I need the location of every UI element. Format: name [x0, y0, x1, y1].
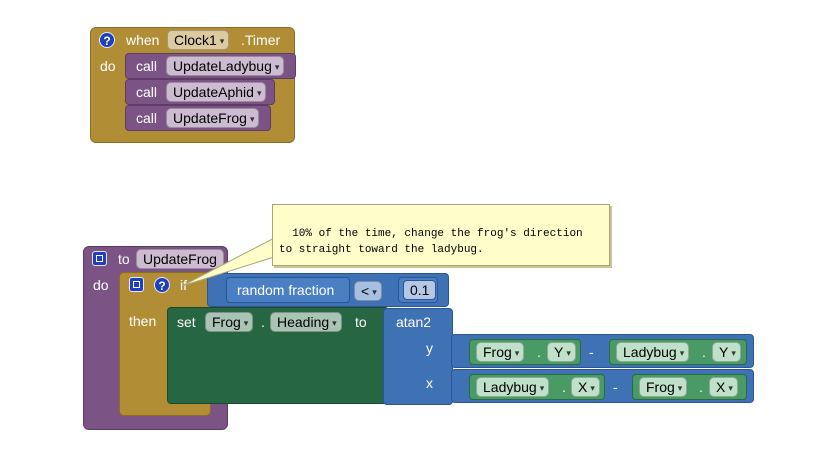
getter-property-dropdown[interactable]: Y▾	[712, 342, 741, 362]
call-label: call	[136, 84, 158, 100]
setter-to-label: to	[355, 314, 367, 330]
setter-property-value: Heading	[277, 314, 330, 330]
dropdown-arrow-icon: ▾	[731, 348, 736, 358]
comment-bubble[interactable]: 10% of the time, change the frog's direc…	[272, 204, 610, 266]
setter-property-dropdown[interactable]: Heading▾	[270, 312, 342, 332]
dropdown-arrow-icon: ▾	[677, 383, 683, 393]
getter-component-dropdown[interactable]: Ladybug▾	[616, 342, 690, 362]
procedure-dropdown[interactable]: UpdateLadybug▾	[166, 56, 285, 76]
minus-label: -	[613, 379, 618, 395]
dropdown-arrow-icon: ▾	[539, 383, 545, 393]
component-dropdown-value: Clock1	[174, 32, 217, 48]
procedure-dropdown[interactable]: UpdateFrog▾	[166, 108, 260, 128]
getter-property-value: X	[578, 379, 588, 395]
dot-label: .	[261, 314, 265, 330]
to-label: to	[118, 251, 130, 267]
dot-label: .	[537, 344, 541, 360]
dot-label: .	[702, 344, 706, 360]
help-icon[interactable]: ?	[99, 32, 115, 48]
ladybug-y-getter[interactable]: Ladybug▾ . Y▾	[609, 339, 747, 365]
call-block-update-ladybug[interactable]: call UpdateLadybug▾	[125, 53, 296, 79]
comment-text: 10% of the time, change the frog's direc…	[279, 228, 583, 256]
event-name-label: .Timer	[241, 32, 281, 48]
dropdown-arrow-icon: ▾	[219, 36, 225, 46]
mutator-icon[interactable]	[129, 277, 144, 292]
call-label: call	[136, 110, 158, 126]
operator-dropdown[interactable]: <▾	[354, 281, 382, 301]
then-label: then	[129, 313, 157, 329]
procedure-name-value: UpdateFrog	[143, 251, 217, 267]
getter-component-dropdown[interactable]: Ladybug▾	[476, 377, 550, 397]
number-block[interactable]: 0.1	[398, 277, 438, 303]
x-subtract-block[interactable]: Ladybug▾ . X▾ - Frog▾ . X▾	[451, 369, 754, 403]
getter-property-value: X	[716, 379, 726, 395]
component-dropdown[interactable]: Clock1▾	[167, 30, 230, 50]
help-icon[interactable]: ?	[154, 277, 170, 293]
mutator-icon[interactable]	[92, 251, 107, 266]
minus-label: -	[589, 344, 594, 360]
getter-component-value: Ladybug	[483, 379, 537, 395]
do-label: do	[100, 58, 116, 74]
procedure-name-field[interactable]: UpdateFrog	[136, 249, 224, 269]
dropdown-arrow-icon: ▾	[679, 348, 685, 358]
frog-x-getter[interactable]: Frog▾ . X▾	[632, 374, 747, 400]
procedure-dropdown-value: UpdateLadybug	[173, 58, 272, 74]
dropdown-arrow-icon: ▾	[249, 114, 255, 124]
dot-label: .	[562, 379, 566, 395]
call-block-update-aphid[interactable]: call UpdateAphid▾	[125, 79, 275, 105]
procedure-dropdown-value: UpdateAphid	[173, 84, 254, 100]
do-label: do	[93, 277, 109, 293]
y-subtract-block[interactable]: Frog▾ . Y▾ - Ladybug▾ . Y▾	[451, 334, 754, 368]
random-fraction-block[interactable]: random fraction	[226, 277, 350, 303]
getter-property-dropdown[interactable]: X▾	[709, 377, 738, 397]
getter-component-dropdown[interactable]: Frog▾	[476, 342, 525, 362]
procedure-dropdown-value: UpdateFrog	[173, 110, 247, 126]
frog-y-getter[interactable]: Frog▾ . Y▾	[469, 339, 581, 365]
dropdown-arrow-icon: ▾	[256, 88, 262, 98]
dropdown-arrow-icon: ▾	[566, 348, 571, 358]
getter-property-dropdown[interactable]: Y▾	[547, 342, 576, 362]
x-label: x	[426, 375, 433, 391]
when-label: when	[126, 32, 160, 48]
dropdown-arrow-icon: ▾	[590, 383, 595, 393]
y-label: y	[426, 340, 433, 356]
set-heading-block[interactable]: set Frog▾ . Heading▾ to	[167, 307, 389, 404]
procedure-dropdown[interactable]: UpdateAphid▾	[166, 82, 267, 102]
getter-component-dropdown[interactable]: Frog▾	[639, 377, 688, 397]
operator-dropdown-value: <	[361, 283, 370, 299]
setter-component-dropdown[interactable]: Frog▾	[205, 312, 254, 332]
compare-block[interactable]: random fraction <▾ 0.1	[207, 273, 449, 307]
dot-label: .	[699, 379, 703, 395]
dropdown-arrow-icon: ▾	[372, 287, 377, 297]
getter-component-value: Frog	[483, 344, 512, 360]
set-label: set	[177, 314, 196, 330]
getter-component-value: Frog	[646, 379, 675, 395]
dropdown-arrow-icon: ▾	[332, 318, 337, 328]
dropdown-arrow-icon: ▾	[728, 383, 733, 393]
random-fraction-label: random fraction	[237, 282, 335, 298]
dropdown-arrow-icon: ▾	[274, 62, 280, 72]
getter-property-value: Y	[719, 344, 729, 360]
getter-component-value: Ladybug	[623, 344, 677, 360]
atan2-block[interactable]: atan2 y x	[383, 308, 453, 405]
dropdown-arrow-icon: ▾	[243, 318, 249, 328]
dropdown-arrow-icon: ▾	[514, 348, 520, 358]
setter-component-value: Frog	[212, 314, 241, 330]
getter-property-value: Y	[554, 344, 564, 360]
atan2-label: atan2	[396, 314, 432, 330]
getter-property-dropdown[interactable]: X▾	[571, 377, 600, 397]
number-field[interactable]: 0.1	[403, 280, 437, 300]
ladybug-x-getter[interactable]: Ladybug▾ . X▾	[469, 374, 605, 400]
call-label: call	[136, 58, 158, 74]
call-block-update-frog[interactable]: call UpdateFrog▾	[125, 105, 271, 131]
